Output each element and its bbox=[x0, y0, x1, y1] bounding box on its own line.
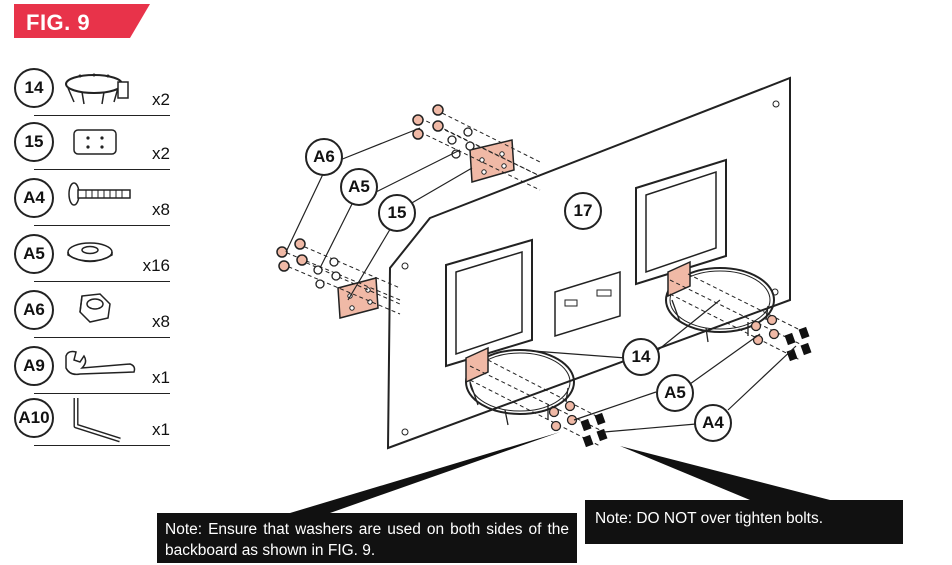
bolt-icon bbox=[68, 182, 131, 206]
part-row-a5: A5 x16 bbox=[10, 226, 170, 282]
washer-icon bbox=[67, 242, 113, 263]
parts-list: 14 x2 15 x2 A4 bbox=[10, 60, 180, 446]
right-window bbox=[635, 158, 727, 286]
callout-a6: A6 bbox=[305, 138, 343, 176]
figure-label: FIG. 9 bbox=[26, 10, 91, 35]
part-qty: x8 bbox=[152, 200, 170, 219]
callout-a5-top: A5 bbox=[340, 168, 378, 206]
part-row-a9: A9 x1 bbox=[10, 338, 170, 394]
callout-17: 17 bbox=[564, 192, 602, 230]
hoop-rim-icon bbox=[65, 73, 129, 105]
part-qty: x2 bbox=[152, 144, 170, 163]
part-id: A5 bbox=[14, 234, 54, 274]
part-row-a4: A4 x8 bbox=[10, 170, 170, 226]
part-qty: x1 bbox=[152, 420, 170, 439]
upper-plate bbox=[469, 139, 515, 183]
part-qty: x1 bbox=[152, 368, 170, 387]
part-qty: x16 bbox=[142, 256, 170, 275]
part-id: 14 bbox=[14, 68, 54, 108]
tighten-note: Note: DO NOT over tighten bolts. bbox=[585, 500, 903, 544]
part-row-15: 15 x2 bbox=[10, 114, 170, 170]
backboard bbox=[386, 76, 791, 450]
hex-key-icon bbox=[73, 398, 121, 443]
divider bbox=[34, 445, 170, 446]
part-id: A4 bbox=[14, 178, 54, 218]
part-id: A6 bbox=[14, 290, 54, 330]
divider bbox=[34, 281, 170, 282]
divider bbox=[34, 225, 170, 226]
mounting-plate-icon bbox=[73, 129, 117, 155]
part-row-14: 14 x2 bbox=[10, 60, 170, 116]
figure-banner bbox=[14, 4, 150, 38]
note-pointer-right bbox=[620, 446, 830, 500]
part-row-a10: A10 x1 bbox=[10, 390, 170, 446]
part-id: 15 bbox=[14, 122, 54, 162]
divider bbox=[34, 393, 170, 394]
wrench-icon bbox=[65, 350, 136, 376]
callout-14: 14 bbox=[622, 338, 660, 376]
divider bbox=[34, 115, 170, 116]
callout-a4: A4 bbox=[694, 404, 732, 442]
part-id: A9 bbox=[14, 346, 54, 386]
logo-panel bbox=[554, 270, 621, 338]
callout-15: 15 bbox=[378, 194, 416, 232]
part-qty: x2 bbox=[152, 90, 170, 109]
part-qty: x8 bbox=[152, 312, 170, 331]
divider bbox=[34, 169, 170, 170]
note-pointer-left bbox=[290, 432, 560, 513]
part-row-a6: A6 x8 bbox=[10, 282, 170, 338]
divider bbox=[34, 337, 170, 338]
part-id: A10 bbox=[14, 398, 54, 438]
left-window bbox=[445, 238, 533, 368]
callout-a5-bottom: A5 bbox=[656, 374, 694, 412]
right-rim bbox=[665, 267, 775, 333]
washer-note: Note: Ensure that washers are used on bo… bbox=[157, 513, 577, 563]
lock-nut-icon bbox=[79, 293, 111, 323]
